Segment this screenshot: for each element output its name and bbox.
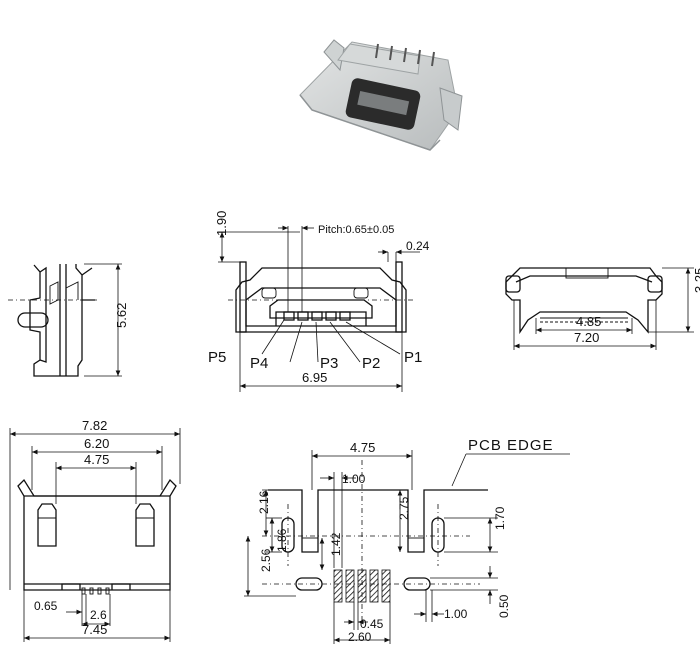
- pin-label-p2: P2: [362, 355, 380, 372]
- pcb-275-dim: 2.75: [397, 496, 411, 520]
- bottom-width-top-dim: 7.82: [82, 418, 107, 433]
- pin-label-p5: P5: [208, 349, 226, 366]
- pcb-216-dim: 2.16: [257, 490, 271, 514]
- rear-view: 4.85 7.20 3.25: [505, 267, 700, 350]
- side-view: 5.62: [8, 263, 129, 377]
- pcb-slot-dim: 1.00: [342, 472, 366, 486]
- pcb-100r-dim: 1.00: [444, 607, 468, 621]
- bottom-leads: [81, 587, 110, 595]
- pcb-050-dim: 0.50: [497, 594, 511, 618]
- pin-label-p1: P1: [404, 349, 422, 366]
- pcb-layout: 4.75 1.00 2.16 1.86 2.56 1.42 2.75 1.70 …: [244, 437, 570, 644]
- rear-inner-dim: 4.85: [576, 314, 601, 329]
- bottom-view: 7.82 6.20 4.75 0.65 2.6 7.45: [9, 418, 181, 642]
- pin-width-dim: 0.24: [406, 239, 430, 253]
- rear-height-dim: 3.25: [692, 268, 700, 293]
- pcb-edge-label: PCB EDGE: [468, 437, 554, 454]
- pcb-170-dim: 1.70: [493, 506, 507, 530]
- bottom-width-mid-dim: 6.20: [84, 436, 109, 451]
- side-height-dim: 5.62: [114, 303, 129, 328]
- rear-width-dim: 7.20: [574, 330, 599, 345]
- front-view: 1.90 Pitch:0.65±0.05 0.24 6.95 P5 P4 P3 …: [208, 211, 430, 392]
- pcb-260-dim: 2.60: [348, 630, 372, 644]
- lead-dim: 2.6: [90, 608, 107, 622]
- pin-label-p4: P4: [250, 355, 268, 372]
- pin-label-p3: P3: [320, 355, 338, 372]
- front-pins: [283, 311, 351, 321]
- pcb-186-dim: 1.86: [275, 528, 289, 552]
- pcb-256-dim: 2.56: [259, 548, 273, 572]
- front-width-dim: 6.95: [302, 370, 327, 385]
- connector-photo: [299, 39, 463, 151]
- pcb-top-dim: 4.75: [350, 440, 375, 455]
- bottom-width-dim: 7.45: [82, 622, 107, 637]
- pcb-045-dim: 0.45: [360, 617, 384, 631]
- front-height-dim: 1.90: [214, 211, 229, 236]
- pcb-pads: [333, 569, 391, 603]
- pad-dim: 0.65: [34, 599, 58, 613]
- pitch-label: Pitch:0.65±0.05: [318, 224, 394, 236]
- pin-leaders: [261, 319, 401, 363]
- bottom-width-inner-dim: 4.75: [84, 452, 109, 467]
- pcb-142-dim: 1.42: [329, 532, 343, 556]
